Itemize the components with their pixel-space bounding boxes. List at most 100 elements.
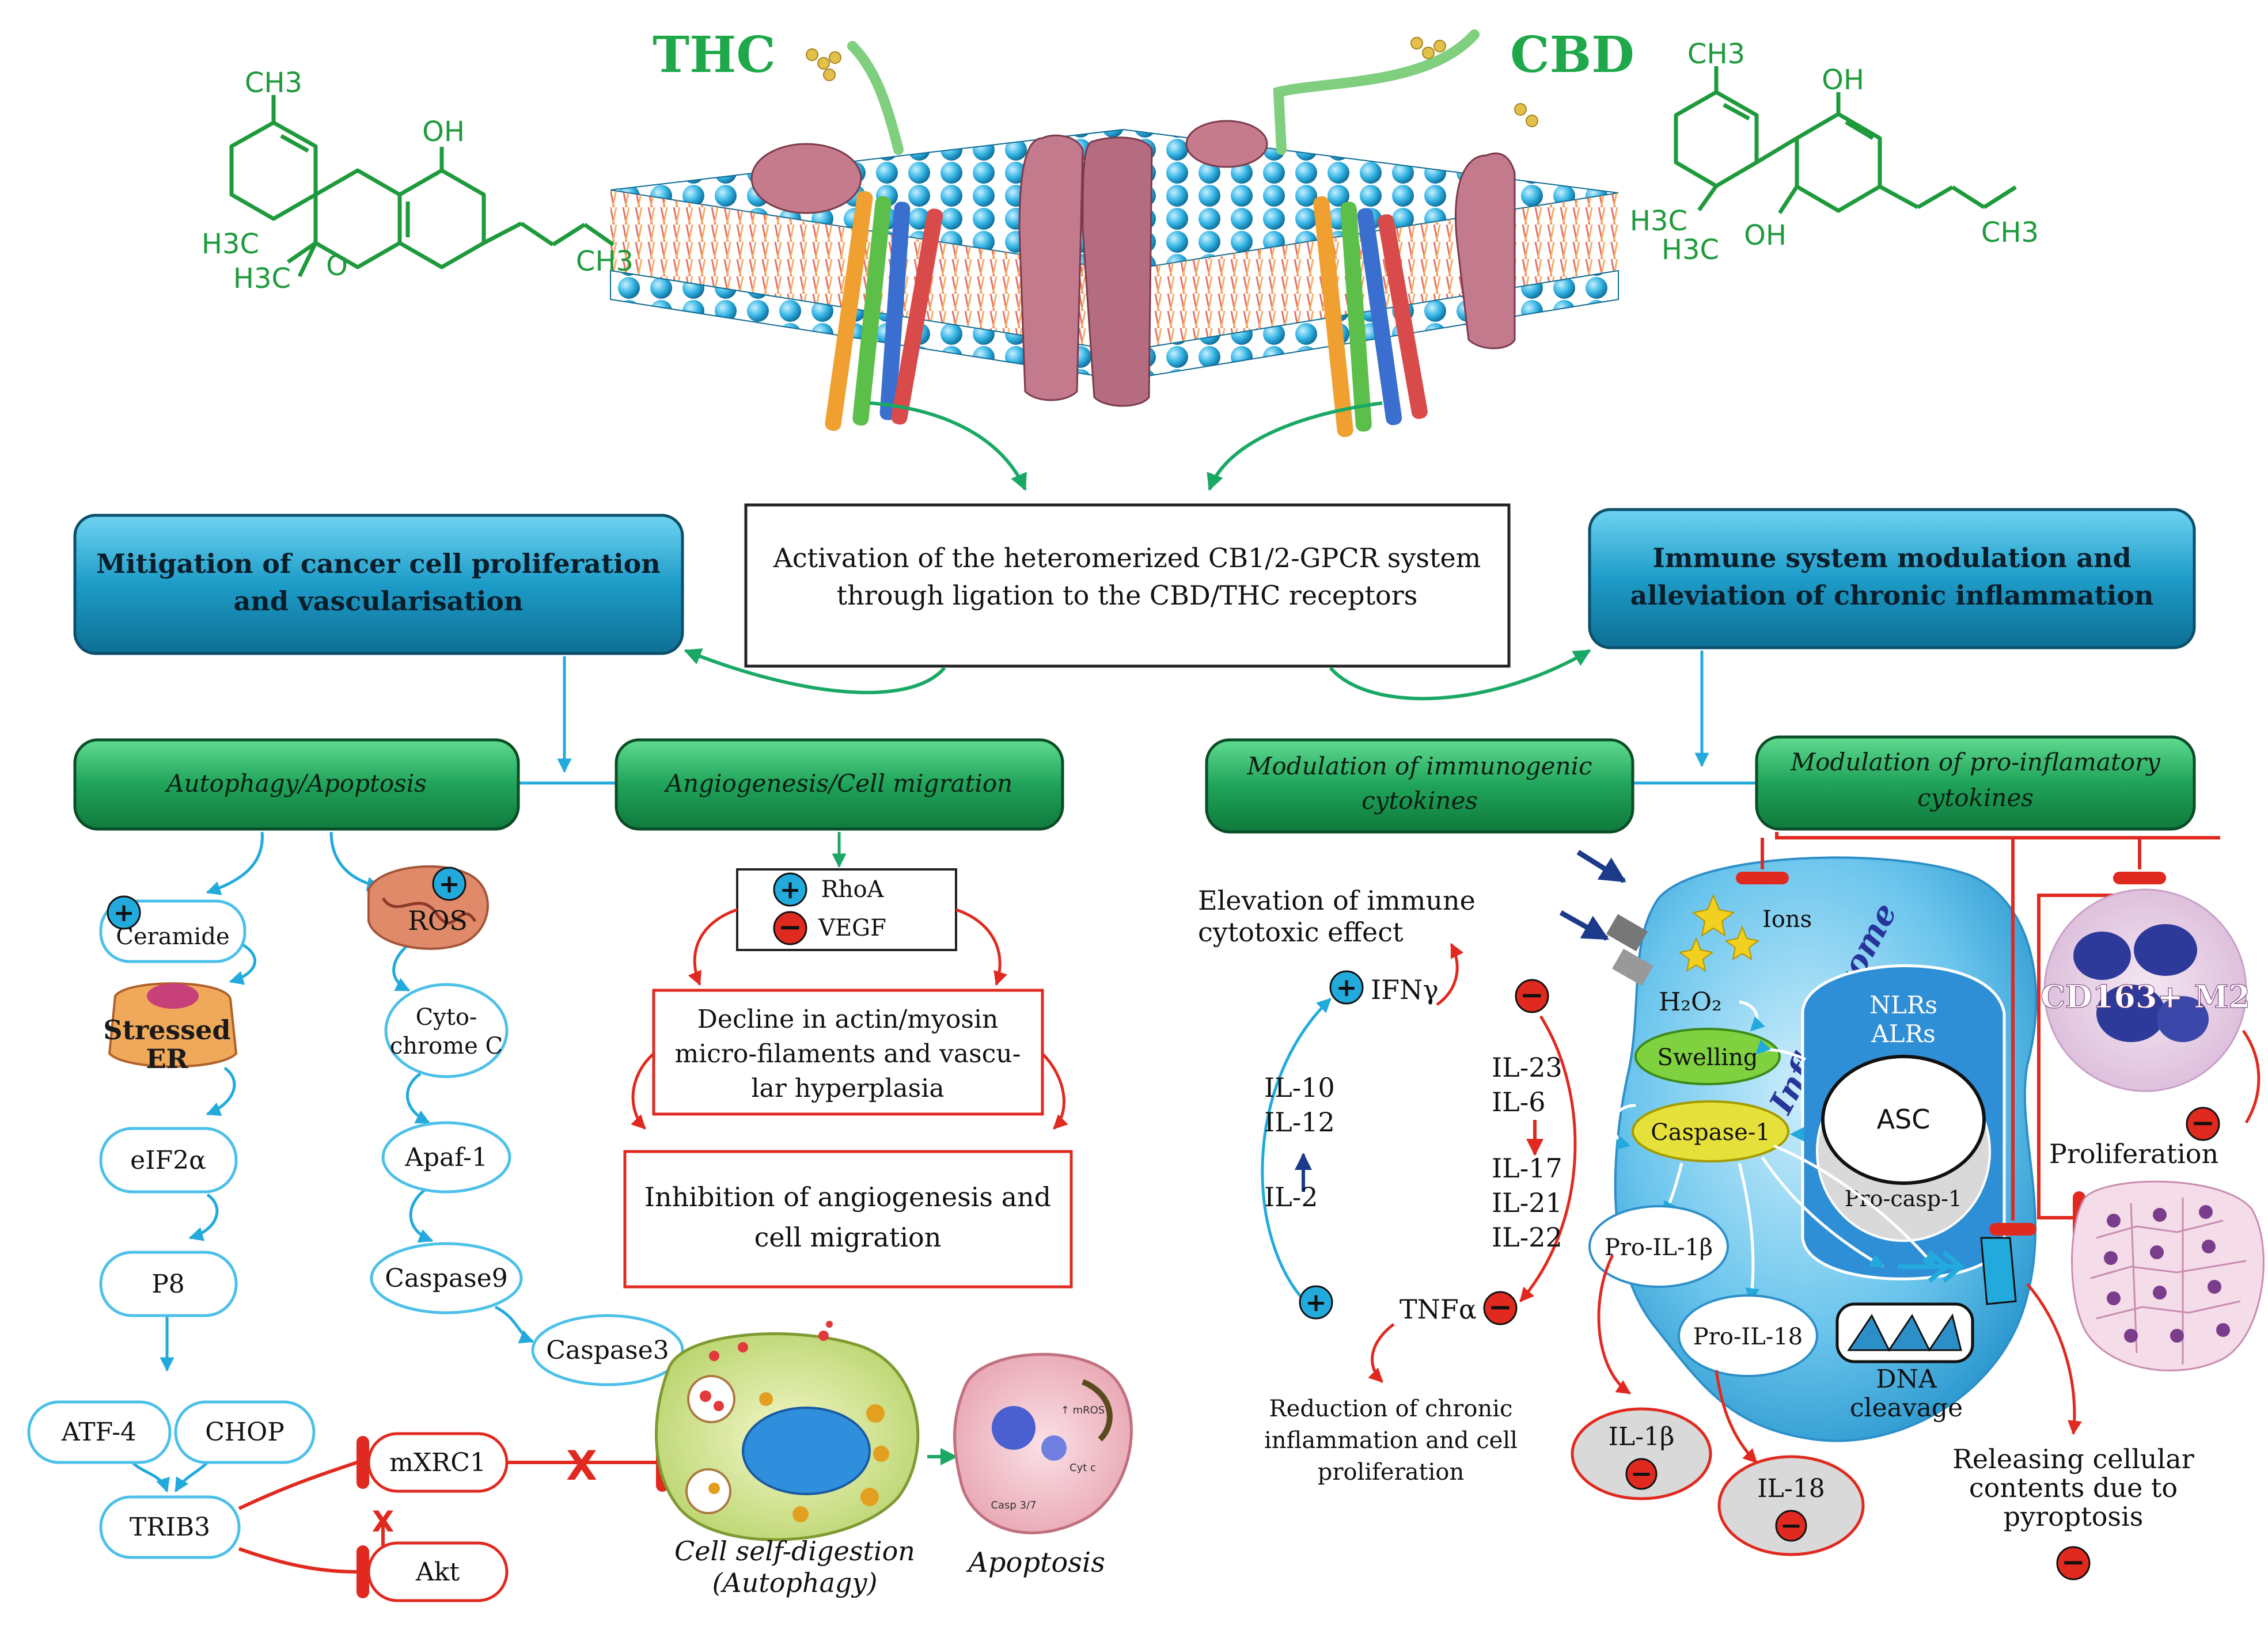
subheader-immunogenic-box — [1205, 738, 1634, 834]
ros-label: ROS — [408, 905, 468, 936]
releasing-line1: Releasing cellular — [1952, 1443, 2194, 1475]
decline-line3: lar hyperplasia — [751, 1074, 944, 1103]
cbd-h3c-b: H3C — [1662, 234, 1719, 266]
minus-icon — [1775, 1510, 1807, 1542]
eif2a-label: eIF2α — [130, 1146, 206, 1175]
arrow-thc-to-central — [869, 401, 1027, 491]
mini-casp: Casp 3/7 — [991, 1499, 1036, 1511]
subheader-angiogenesis-box — [615, 738, 1064, 831]
il1b-node — [1571, 1407, 1712, 1500]
eif2a-node: eIF2α — [99, 1127, 238, 1194]
macrophage-cell — [2043, 888, 2247, 1092]
self-digestion-line1: Cell self-digestion — [674, 1536, 915, 1567]
apaf1-node: Apaf-1 — [381, 1121, 511, 1194]
cyto-label-2: chrome C — [390, 1033, 503, 1059]
self-digestion-line2: (Autophagy) — [712, 1567, 878, 1598]
rhoa-label: RhoA — [821, 876, 885, 903]
arrow-cbd-to-central — [1207, 401, 1383, 491]
minus-sign: − — [2191, 1106, 2215, 1139]
thc-o: O — [326, 250, 348, 282]
il17-label: IL-17 — [1492, 1153, 1562, 1184]
thc-label: THC — [653, 26, 776, 84]
plus-icon — [1299, 1285, 1333, 1320]
minus-sign: − — [1780, 1510, 1803, 1541]
inhibition-box: Inhibition of angiogenesis and cell migr… — [623, 1150, 1073, 1289]
left-header-line1: Mitigation of cancer cell proliferation — [96, 548, 660, 579]
releasing-line2: contents due to — [1969, 1472, 2178, 1503]
cbd-ch3-tail: CH3 — [1981, 216, 2039, 249]
inhibition-line1: Inhibition of angiogenesis and — [644, 1181, 1051, 1213]
h2o2-label: H₂O₂ — [1659, 987, 1722, 1017]
apoptosis-cell: ↑ mROS Cyt c Casp 3/7 — [953, 1352, 1133, 1534]
caspase1-node — [1632, 1100, 1789, 1162]
minus-sign: − — [2061, 1545, 2085, 1579]
plus-icon — [773, 872, 807, 907]
fast-arrow-icon — [1898, 1250, 1965, 1283]
cytochrome-node: Cyto- chrome C — [384, 983, 509, 1078]
cbd-oh-bottom: OH — [1744, 219, 1787, 252]
atf4-node: ATF-4 — [27, 1400, 172, 1464]
minus-sign: − — [1488, 1290, 1512, 1324]
caspase9-label: Caspase9 — [385, 1264, 508, 1293]
il22-label: IL-22 — [1492, 1222, 1562, 1253]
minus-icon — [2056, 1546, 2091, 1580]
plus-icon — [1329, 970, 1364, 1005]
pro-il1b-label: Pro-IL-1β — [1605, 1234, 1713, 1261]
cbd-h3c-a: H3C — [1630, 205, 1687, 237]
minus-sign: − — [1630, 1458, 1653, 1489]
mxrc1-node: mXRC1 — [367, 1432, 509, 1493]
inhibition-line2: cell migration — [754, 1222, 942, 1253]
cbd-molecule: CH3 OH H3C H3C OH CH3 — [1630, 38, 2039, 266]
stressed-label-1: Stressed — [103, 1014, 230, 1046]
cyto-label-1: Cyto- — [416, 1004, 477, 1031]
arrow-central-to-left — [684, 648, 946, 694]
dna-line1: DNA — [1876, 1365, 1937, 1394]
ceramide-node: Ceramide + — [99, 895, 246, 963]
central-box — [744, 503, 1511, 668]
subheader-proinflam-line2: cytokines — [1917, 784, 2034, 812]
reduction-line1: Reduction of chronic — [1269, 1396, 1513, 1422]
caspase1-label: Caspase-1 — [1651, 1119, 1770, 1146]
cbd-ch3-top: CH3 — [1687, 38, 1745, 70]
pro-il18-node — [1678, 1294, 1818, 1377]
thc-h3c-b: H3C — [233, 263, 291, 295]
minus-icon — [1483, 1291, 1518, 1325]
pore-icon — [1980, 1237, 2017, 1305]
il18-label: IL-18 — [1757, 1474, 1825, 1503]
right-header-line2: alleviation of chronic inflammation — [1630, 580, 2154, 611]
subheader-autophagy-box — [73, 738, 520, 831]
caspase3-label: Caspase3 — [546, 1336, 669, 1365]
mini-mros: ↑ mROS — [1061, 1404, 1105, 1416]
ions-label: Ions — [1762, 906, 1812, 933]
cross-mark: X — [566, 1442, 597, 1489]
left-header-line2: and vascularisation — [234, 586, 524, 617]
cbd-oh-top: OH — [1822, 64, 1864, 96]
releasing-line3: pyroptosis — [2004, 1501, 2144, 1532]
decline-box: Decline in actin/myosin micro-filaments … — [652, 989, 1044, 1116]
macrophage-label: CD163+ M2 — [2041, 978, 2250, 1015]
atf4-label: ATF-4 — [61, 1418, 136, 1447]
cross-mark-small: X — [372, 1505, 395, 1538]
pro-il1b-node — [1588, 1205, 1729, 1288]
akt-node: Akt — [367, 1541, 509, 1602]
plus-sign: + — [1306, 1288, 1327, 1317]
alrs-label: ALRs — [1871, 1020, 1935, 1048]
p8-label: P8 — [151, 1270, 185, 1299]
decline-line1: Decline in actin/myosin — [697, 1005, 999, 1034]
akt-label: Akt — [415, 1557, 460, 1587]
dna-icon — [1835, 1302, 1974, 1363]
subheader-immunogenic-line2: cytokines — [1361, 786, 1478, 815]
ceramide-label: Ceramide — [116, 924, 229, 950]
swelling-node — [1634, 1028, 1781, 1085]
elevation-line1: Elevation of immune — [1198, 885, 1476, 916]
stressed-er-node: Stressed ER — [103, 982, 238, 1074]
dna-line2: cleavage — [1850, 1393, 1963, 1423]
tnf-label: TNFα — [1400, 1294, 1477, 1325]
reduction-line3: proliferation — [1318, 1459, 1465, 1485]
cbd-label: CBD — [1510, 26, 1634, 84]
trib3-node: TRIB3 — [99, 1495, 241, 1559]
chop-label: CHOP — [205, 1418, 285, 1447]
apoptosis-label: Apoptosis — [966, 1546, 1105, 1579]
rhoa-vegf-box: + RhoA − VEGF — [736, 868, 957, 951]
mini-cytc: Cyt c — [1069, 1462, 1096, 1474]
